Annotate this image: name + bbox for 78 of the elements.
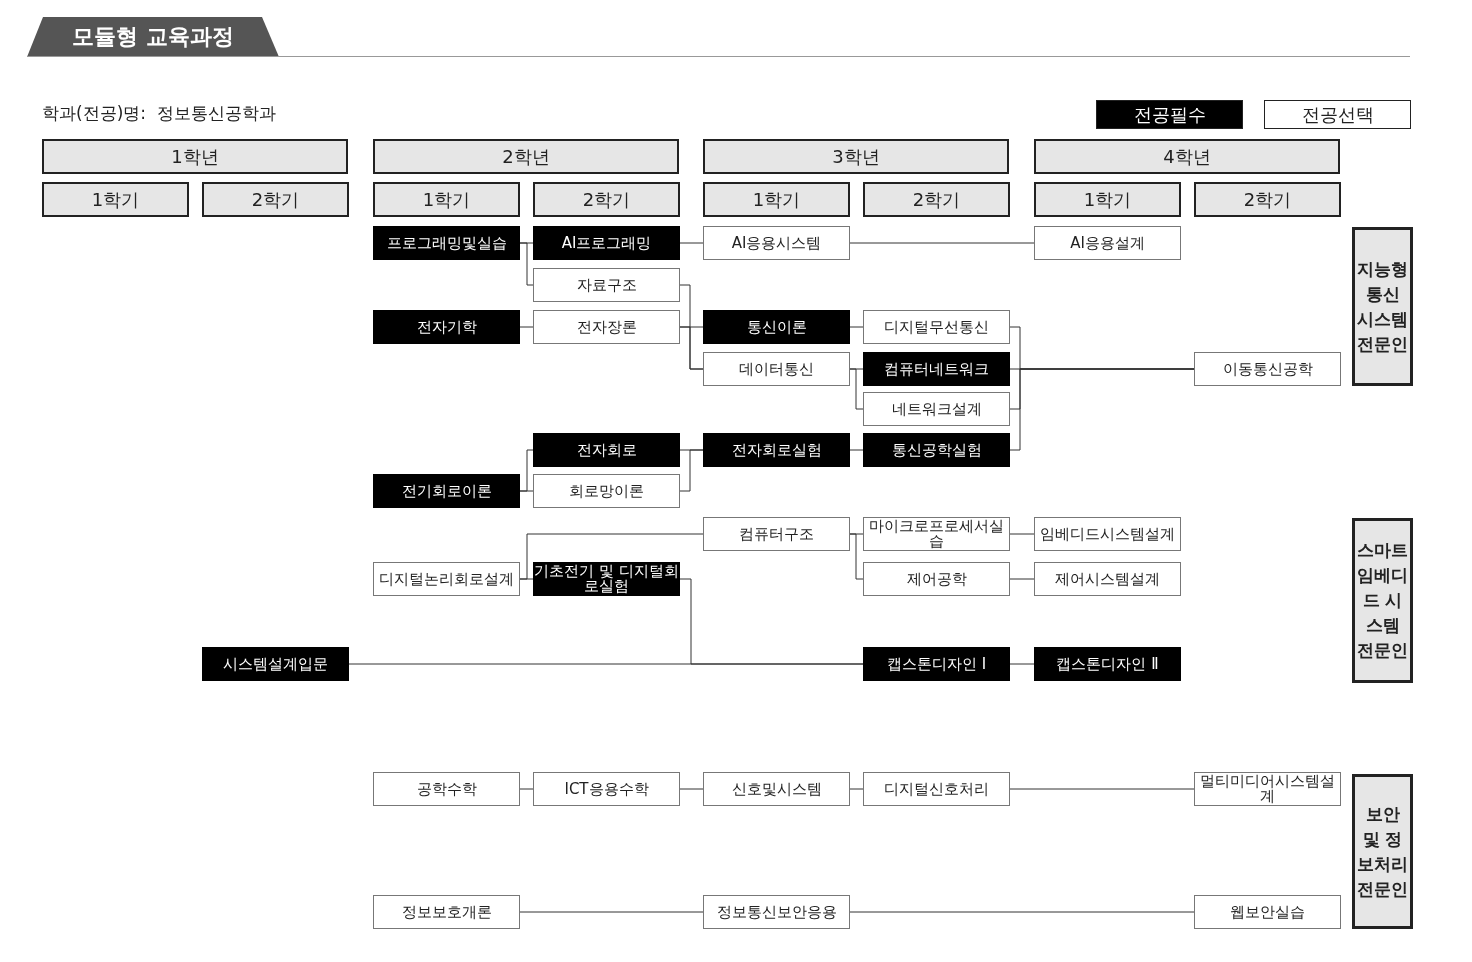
connector-line	[849, 242, 1035, 244]
legend-key: 전공필수	[1096, 100, 1243, 129]
course-box: 통신이론	[703, 310, 850, 344]
course-box: 멀티미디어시스템설계	[1194, 772, 1341, 806]
course-box: 기초전기 및 디지털회로실험	[533, 562, 680, 596]
semester-header: 1학기	[1034, 182, 1181, 217]
connector-line	[519, 533, 704, 580]
course-box: 프로그래밍및실습	[373, 226, 520, 260]
connector-line	[849, 368, 864, 410]
legend-key: 전공선택	[1264, 100, 1411, 129]
course-box: 전자회로실험	[703, 433, 850, 467]
course-box: 캡스톤디자인 Ⅱ	[1034, 647, 1181, 681]
course-box: 시스템설계입문	[202, 647, 349, 681]
connector-line	[1009, 368, 1195, 451]
semester-header: 1학기	[703, 182, 850, 217]
course-box: 전자장론	[533, 310, 680, 344]
course-box: 임베디드시스템설계	[1034, 517, 1181, 551]
year-header: 1학년	[42, 139, 348, 174]
connector-line	[679, 242, 704, 244]
year-header: 4학년	[1034, 139, 1340, 174]
connector-line	[1009, 788, 1195, 790]
track-box: 보안 및 정보처리 전문인	[1352, 774, 1413, 929]
track-box: 스마트 임베디드 시스템 전문인	[1352, 518, 1413, 683]
course-box: 정보통신보안응용	[703, 895, 850, 929]
year-header: 3학년	[703, 139, 1009, 174]
course-box: 제어시스템설계	[1034, 562, 1181, 596]
course-box: 정보보호개론	[373, 895, 520, 929]
course-box: 데이터통신	[703, 352, 850, 386]
course-box: 캡스톤디자인 I	[863, 647, 1010, 681]
course-box: 전기회로이론	[373, 474, 520, 508]
connector-line	[519, 911, 704, 913]
connector-line	[849, 788, 864, 790]
year-header: 2학년	[373, 139, 679, 174]
semester-header: 2학기	[533, 182, 680, 217]
connector-line	[519, 788, 534, 790]
semester-header: 1학기	[373, 182, 520, 217]
connector-line	[1009, 533, 1035, 535]
semester-header: 2학기	[1194, 182, 1341, 217]
course-box: 컴퓨터구조	[703, 517, 850, 551]
course-box: 전자기학	[373, 310, 520, 344]
course-box: 디지털무선통신	[863, 310, 1010, 344]
course-box: 제어공학	[863, 562, 1010, 596]
connector-line	[679, 449, 704, 492]
course-box: ICT응용수학	[533, 772, 680, 806]
course-box: 공학수학	[373, 772, 520, 806]
course-box: 디지털논리회로설계	[373, 562, 520, 596]
semester-header: 1학기	[42, 182, 189, 217]
course-box: 컴퓨터네트워크	[863, 352, 1010, 386]
connector-line	[679, 788, 704, 790]
connector-line	[1009, 663, 1035, 665]
course-box: 마이크로프로세서실습	[863, 517, 1010, 551]
course-box: 신호및시스템	[703, 772, 850, 806]
course-box: AI응용시스템	[703, 226, 850, 260]
department-label: 학과(전공)명: 정보통신공학과	[42, 102, 276, 125]
course-box: 회로망이론	[533, 474, 680, 508]
title-tab: 모듈형 교육과정	[27, 17, 279, 57]
course-box: 전자회로	[533, 433, 680, 467]
connector-line	[519, 490, 534, 492]
semester-header: 2학기	[863, 182, 1010, 217]
connector-line	[849, 533, 864, 580]
track-box: 지능형 통신 시스템 전문인	[1352, 227, 1413, 386]
connector-line	[849, 326, 864, 328]
connector-line	[849, 449, 864, 451]
course-box: 자료구조	[533, 268, 680, 302]
course-box: 디지털신호처리	[863, 772, 1010, 806]
connector-line	[679, 326, 704, 370]
connector-line	[1009, 578, 1035, 580]
course-box: AI응용설계	[1034, 226, 1181, 260]
connector-line	[348, 663, 864, 665]
connector-line	[519, 242, 534, 286]
semester-header: 2학기	[202, 182, 349, 217]
course-box: 통신공학실험	[863, 433, 1010, 467]
course-box: 웹보안실습	[1194, 895, 1341, 929]
course-box: 네트워크설계	[863, 392, 1010, 426]
connector-line	[519, 326, 534, 328]
course-box: 이동통신공학	[1194, 352, 1341, 386]
course-box: AI프로그래밍	[533, 226, 680, 260]
connector-line	[849, 911, 1195, 913]
